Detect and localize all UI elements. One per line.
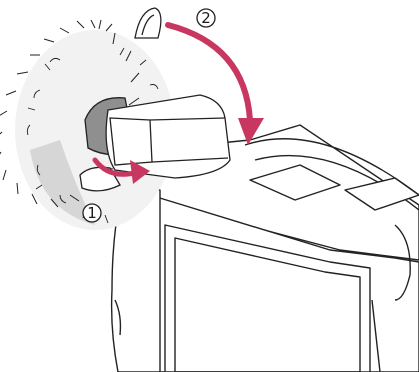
step-1-number: 1 (87, 204, 97, 222)
step-2-callout: 2 (197, 9, 215, 27)
step-1-callout: 1 (83, 204, 101, 222)
mic-ring (135, 8, 161, 38)
step-2-number: 2 (201, 9, 211, 27)
